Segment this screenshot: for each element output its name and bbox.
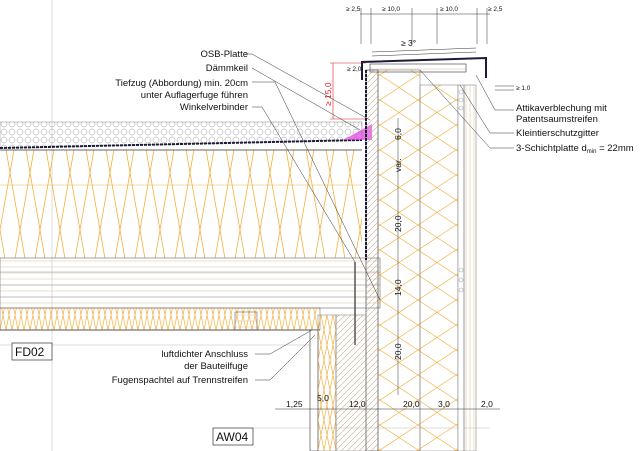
label-three-layer-board: 3-Schichtplatte dmin = 22mm bbox=[516, 143, 634, 155]
wall-osb bbox=[365, 69, 379, 451]
facade-cladding bbox=[463, 84, 477, 451]
lower-wall-insulation bbox=[317, 314, 337, 451]
label-tiefzug-2: unter Auflagerfuge führen bbox=[141, 90, 248, 101]
three-layer-board bbox=[369, 63, 467, 73]
label-insulation-wedge: Dämmkeil bbox=[206, 63, 248, 74]
insulation-wedge bbox=[343, 124, 372, 140]
upstand-dimension bbox=[330, 62, 366, 120]
batten bbox=[234, 311, 258, 331]
dim-top-2: ≥ 10,0 bbox=[382, 6, 400, 13]
label-joint-filler: Fugenspachtel auf Trennstreifen bbox=[112, 375, 248, 386]
dim-upstand: ≥ 15,0 bbox=[323, 82, 333, 106]
label-parapet-flashing-2: Patentsaumstreifen bbox=[516, 114, 598, 125]
label-tiefzug-1: Tiefzug (Abbordung) min. 20cm bbox=[115, 78, 248, 89]
slope-label: ≥ 3° bbox=[401, 38, 416, 48]
label-parapet-flashing-1: Attikaverblechung mit bbox=[516, 103, 607, 114]
dim-b-2: 5,0 bbox=[317, 393, 329, 403]
wall-insulation-inner bbox=[377, 69, 421, 451]
label-angle-connector: Winkelverbinder bbox=[180, 102, 248, 113]
dim-top-3: ≥ 10,0 bbox=[440, 6, 458, 13]
roof-timber-deck bbox=[0, 257, 381, 309]
ceiling-insulation bbox=[0, 307, 321, 331]
roof-insulation bbox=[0, 150, 362, 258]
dim-b-5: 3,0 bbox=[438, 399, 450, 409]
dim-overlap: ≥ 2,0 bbox=[347, 66, 362, 73]
dim-drip: ≥ 1,0 bbox=[516, 85, 531, 92]
wall-tag: AW04 bbox=[216, 430, 249, 444]
dim-b-6: 2,0 bbox=[481, 399, 493, 409]
dim-b-1: 1,25 bbox=[286, 399, 303, 409]
dim-b-4: 20,0 bbox=[403, 399, 420, 409]
leader-lines bbox=[245, 53, 514, 381]
label-insect-screen: Kleintierschutzgitter bbox=[516, 128, 599, 139]
roof-tag: FD02 bbox=[15, 345, 45, 359]
label-osb-board: OSB-Platte bbox=[200, 49, 248, 60]
parapet-flashing bbox=[361, 56, 487, 80]
roof-tag-box bbox=[11, 342, 53, 361]
dim-v-3: 20,0 bbox=[393, 215, 403, 232]
dim-top-1: ≥ 2,5 bbox=[346, 6, 361, 13]
label-airtight-1: luftdichter Anschluss bbox=[161, 349, 248, 360]
top-dimensions bbox=[360, 8, 514, 91]
roof-membrane bbox=[0, 139, 363, 149]
label-airtight-2: der Bauteilfuge bbox=[184, 361, 248, 372]
lower-wall-stud bbox=[335, 314, 367, 451]
dim-v-4: 14,0 bbox=[393, 279, 403, 296]
wall-tag-box bbox=[212, 427, 254, 446]
wall-insulation-outer bbox=[419, 84, 459, 451]
dim-v-2: var. bbox=[393, 158, 403, 172]
dim-v-1: 6,0 bbox=[393, 128, 403, 140]
dim-b-3: 12,0 bbox=[349, 399, 366, 409]
dim-v-5: 20,0 bbox=[393, 343, 403, 360]
dim-top-4: ≥ 2,5 bbox=[488, 6, 503, 13]
